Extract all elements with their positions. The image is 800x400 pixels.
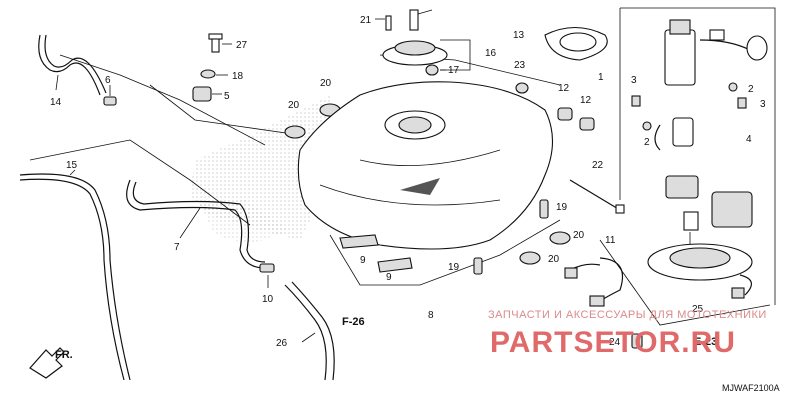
callout-5: 5 — [224, 91, 230, 102]
watermark-line-2: PARTSETOR.RU — [490, 326, 736, 359]
callout-10: 10 — [262, 294, 274, 305]
callout-16: 16 — [485, 48, 497, 59]
callout-20-right-upper: 20 — [573, 230, 585, 241]
part-15-hose — [19, 169, 131, 381]
part-22-bolt — [569, 179, 625, 214]
callout-4: 4 — [746, 134, 752, 145]
part-2-clips — [642, 82, 738, 131]
part-18-washer — [200, 69, 228, 79]
callout-2-right: 2 — [748, 84, 754, 95]
callout-18: 18 — [232, 71, 244, 82]
callout-22: 22 — [592, 160, 604, 171]
diagram-code: MJWAF2100A — [722, 383, 780, 393]
callout-3-right: 3 — [760, 99, 766, 110]
ref-f-26: F-26 — [342, 316, 365, 328]
callout-20-top: 20 — [320, 78, 332, 89]
front-arrow-icon — [29, 347, 65, 379]
callout-7: 7 — [174, 242, 180, 253]
part-16-filler-cap — [382, 9, 471, 71]
ref-e-23: E-23 — [694, 336, 717, 348]
part-6-clip — [103, 85, 117, 106]
callout-2-left: 2 — [644, 137, 650, 148]
part-10-joint — [259, 263, 275, 288]
part-13-gasket — [544, 27, 608, 61]
callout-20-right-lower: 20 — [548, 254, 560, 265]
part-17-seal — [425, 64, 446, 76]
part-21-bolt — [375, 15, 392, 31]
wing-logo — [400, 178, 440, 195]
callout-14: 14 — [50, 97, 62, 108]
callout-1: 1 — [598, 72, 604, 83]
callout-9-upper: 9 — [360, 255, 366, 266]
part-24-connector — [631, 333, 643, 349]
callout-20-left: 20 — [288, 100, 300, 111]
watermark-line-1: ЗАПЧАСТИ И АКСЕССУАРЫ ДЛЯ МОТОТЕХНИКИ — [488, 309, 767, 321]
part-26-hose — [284, 281, 335, 381]
part-23-cushion — [515, 82, 529, 94]
part-14-hose — [38, 34, 107, 96]
callout-27: 27 — [236, 40, 248, 51]
callout-19-upper: 19 — [556, 202, 568, 213]
callout-labels: 21 27 18 5 6 14 20 20 20 20 16 17 13 23 … — [50, 15, 766, 349]
callout-8: 8 — [428, 310, 434, 321]
callout-12-left: 12 — [558, 83, 570, 94]
part-11-harness — [564, 257, 624, 307]
callout-15: 15 — [66, 160, 78, 171]
callout-3-left: 3 — [631, 75, 637, 86]
callout-21: 21 — [360, 15, 372, 26]
part-19-pads — [473, 199, 549, 275]
part-12-cushions — [557, 107, 595, 131]
part-3-screws — [631, 95, 747, 109]
part-7-hose — [126, 179, 266, 269]
part-1-fuel-pump-assembly — [647, 19, 768, 299]
part-9-pads — [339, 234, 413, 273]
callout-25: 25 — [692, 304, 704, 315]
part-5-rubber — [192, 86, 222, 102]
callout-17: 17 — [448, 65, 460, 76]
callout-24: 24 — [609, 337, 621, 348]
callout-23: 23 — [514, 60, 526, 71]
callout-13: 13 — [513, 30, 525, 41]
callout-11: 11 — [605, 235, 616, 246]
part-27-bolt — [208, 33, 232, 53]
part-20-grommets — [284, 103, 571, 265]
callout-12-right: 12 — [580, 95, 592, 106]
front-marker-label: FR. — [55, 349, 73, 361]
callout-9-lower: 9 — [386, 272, 392, 283]
callout-26: 26 — [276, 338, 288, 349]
part-8-fuel-tank — [297, 81, 553, 250]
callout-19-lower: 19 — [448, 262, 460, 273]
callout-6: 6 — [105, 75, 111, 86]
